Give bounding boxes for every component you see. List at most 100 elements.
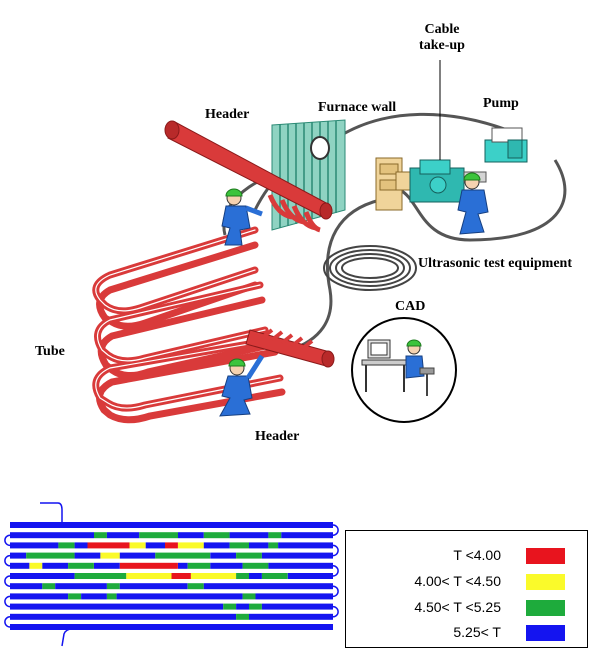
tube-segment — [203, 532, 230, 539]
tube-segment — [87, 542, 130, 549]
tube-segment — [74, 542, 88, 549]
header-top-pipe — [164, 120, 333, 233]
tube-segment — [106, 593, 117, 600]
tube-segment — [203, 542, 230, 549]
tube-segment — [119, 552, 156, 559]
tube-segment — [229, 542, 249, 549]
tube-segment — [249, 613, 333, 620]
tube-bend — [4, 554, 11, 567]
tube-segment — [242, 593, 256, 600]
tube-segment — [10, 603, 224, 610]
tube-segment — [171, 573, 191, 579]
tube-segment — [94, 562, 120, 569]
tube-segment — [210, 562, 243, 569]
tube-thickness-map — [4, 502, 339, 647]
tube-segment — [278, 542, 333, 549]
tube-segment — [187, 562, 211, 569]
tube-segment — [10, 542, 59, 549]
tube-bend — [4, 595, 11, 608]
legend-row: T <4.00 — [346, 545, 589, 567]
header-bottom-pipe — [245, 328, 335, 368]
legend-swatch — [526, 625, 565, 641]
tube-segment — [178, 532, 204, 539]
tube-segment — [106, 532, 140, 539]
tube-segment — [190, 573, 237, 579]
outlet-lead — [61, 628, 73, 647]
tube-segment — [155, 552, 211, 559]
legend-swatch — [526, 574, 565, 590]
worker-bottom — [219, 354, 265, 417]
tube-bend — [332, 565, 339, 577]
tube-segment — [42, 562, 69, 569]
tube-bend — [4, 534, 11, 547]
cable-coil — [323, 245, 417, 291]
legend-swatch — [526, 600, 565, 616]
tube-label: Tube — [35, 344, 65, 359]
pump-unit — [484, 127, 528, 163]
tube-segment — [236, 603, 249, 610]
tube-segment — [178, 562, 188, 569]
cable-takeup-label: Cable take-up — [410, 22, 474, 54]
cable-takeup-label-line1: Cable — [424, 22, 460, 37]
cable-pump-loop — [399, 159, 567, 242]
tube-segment — [68, 593, 81, 600]
tube-segment — [10, 552, 27, 559]
tube-segment — [236, 573, 249, 579]
tube-bend — [332, 544, 339, 557]
tube-segment — [236, 613, 249, 620]
worker-top — [221, 188, 263, 246]
tube-segment — [119, 583, 188, 590]
tube-segment — [268, 532, 282, 539]
pump-label: Pump — [483, 96, 519, 111]
tube-segment — [178, 542, 204, 549]
tube-segment — [261, 552, 333, 559]
tube-segment — [203, 583, 333, 590]
tube-bend — [4, 616, 11, 628]
legend-label: T <4.00 — [453, 547, 501, 563]
tube-segment — [10, 583, 43, 590]
tube-segment — [26, 552, 75, 559]
tube-segment — [106, 583, 120, 590]
tube-segment — [29, 562, 43, 569]
tube-segment — [129, 542, 146, 549]
cable-bottom-header — [289, 198, 381, 352]
ultrasonic-equipment — [375, 157, 411, 211]
tube-segment — [249, 603, 262, 610]
legend-label: 5.25< T — [453, 624, 501, 640]
legend-label: 4.50< T <5.25 — [414, 599, 501, 615]
tube-bend — [332, 605, 339, 618]
inlet-lead — [40, 502, 71, 526]
tube-segment — [81, 593, 107, 600]
tube-bend — [332, 524, 339, 536]
furnace-wall-label: Furnace wall — [318, 100, 397, 115]
tube-segment — [261, 573, 288, 579]
tube-segment — [116, 593, 243, 600]
cad-label: CAD — [395, 299, 426, 314]
tube-segment — [165, 542, 178, 549]
tube-segment — [119, 562, 178, 569]
tube-segment — [145, 542, 166, 549]
cad-station — [351, 317, 457, 423]
tube-segment — [268, 542, 279, 549]
legend-row: 5.25< T — [346, 622, 589, 644]
tube-segment — [10, 613, 237, 620]
tube-segment — [10, 532, 94, 539]
tube-bend — [4, 575, 11, 587]
tube-segment — [68, 562, 94, 569]
tube-segment — [287, 573, 333, 579]
worker-right — [457, 172, 489, 235]
tube-segment — [210, 552, 237, 559]
tube-segment — [249, 542, 269, 549]
legend-label: 4.00< T <4.50 — [414, 573, 501, 589]
tube-segment — [223, 603, 237, 610]
tube-bundle — [92, 226, 286, 424]
cable-takeup-label-line2: take-up — [419, 38, 465, 53]
legend-row: 4.50< T <5.25 — [346, 597, 589, 619]
tube-segment — [94, 532, 107, 539]
tube-segment — [74, 573, 127, 579]
tube-segment — [249, 573, 262, 579]
tube-segment — [187, 583, 204, 590]
tube-segment — [42, 583, 56, 590]
ultrasonic-label: Ultrasonic test equipment — [418, 256, 572, 271]
